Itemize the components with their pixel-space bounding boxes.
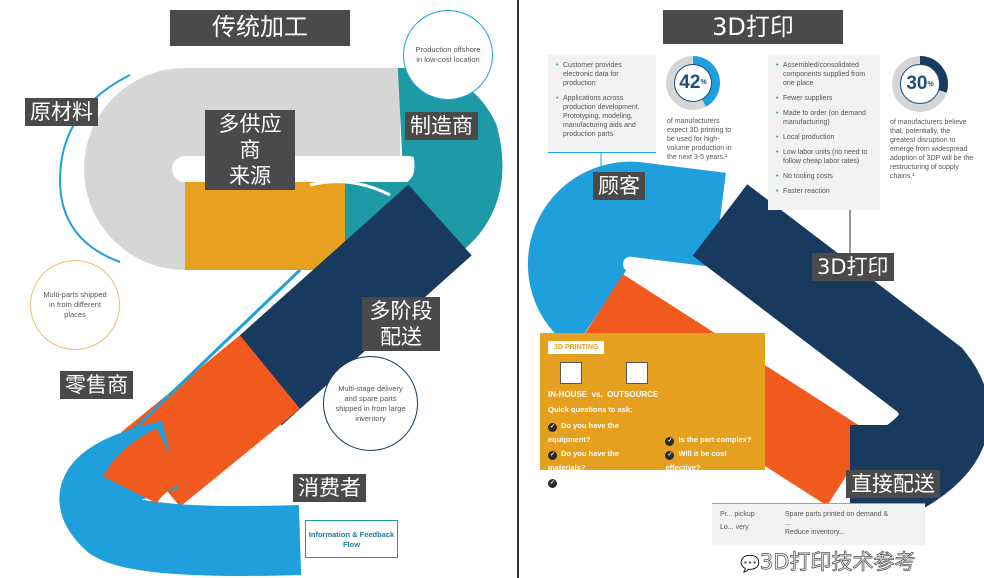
label-line: 多阶段 (369, 299, 433, 323)
printing-decision-box: 3D PRINTING IN-HOUSE vs. OUTSOURCE Quick… (540, 333, 765, 488)
label-multi-suppliers: 多供应商来源 (205, 110, 295, 190)
chat-icon: 💬 (740, 554, 760, 573)
traditional-title: 传统加工 (170, 10, 350, 46)
label-manufacturer: 制造商 (405, 112, 478, 140)
question: ✓Do you have the materials? (548, 447, 655, 475)
flow-arrow (58, 268, 302, 502)
label-consumer: 消费者 (293, 474, 366, 502)
bullet: Fewer suppliers (776, 94, 872, 103)
donut-30: 30% (892, 56, 948, 112)
house-icons (548, 358, 757, 388)
question-text: Do you have the materials? (548, 449, 619, 472)
house-outsource-icon (626, 362, 648, 384)
inhouse-label: IN-HOUSE (548, 390, 588, 399)
stat-unit: % (927, 80, 934, 88)
question-text: Do you have the equipment? (548, 421, 619, 444)
bullet: No tooling costs (776, 172, 872, 181)
printing-tag: 3D PRINTING (548, 341, 605, 354)
road-gray (84, 68, 400, 270)
check-icon: ✓ (548, 423, 557, 432)
bullet: Spare parts printed on demand & (785, 511, 889, 518)
3dp-title: 3D打印 (663, 10, 843, 44)
info-box-customer: Customer provides electronic data for pr… (548, 55, 656, 153)
bullet: Reduce inventory... (785, 529, 845, 536)
bullet: Customer provides electronic data for pr… (556, 61, 648, 88)
check-icon: ✓ (548, 479, 557, 488)
questions-title: Quick questions to ask: (548, 405, 633, 414)
stat-value: 42 (679, 71, 701, 93)
callout-multiparts: Multi-parts shipped in from different pl… (30, 260, 120, 350)
question-text: Is the part complex? (678, 435, 752, 444)
label-direct-delivery: 直接配送 (846, 470, 940, 498)
house-icon (560, 362, 582, 384)
callout-offshore: Production offshore in low-cost location (403, 10, 493, 100)
watermark: 💬3D打印技术参考 (740, 549, 916, 575)
label-line: 来源 (229, 164, 271, 188)
bullet: Applications across production developme… (556, 94, 648, 139)
info-box-benefits: Assembled/consolidated components suppli… (768, 55, 880, 210)
check-icon: ✓ (665, 451, 675, 460)
label-3d-printing: 3D打印 (812, 253, 894, 281)
label-customer: 顾客 (593, 172, 645, 200)
label-retailer: 零售商 (60, 371, 133, 399)
question-text: Will it be cost effective? (665, 449, 727, 472)
label-line: 多供应商 (218, 112, 282, 162)
stat1-text: of manufacturers expect 3D printing to b… (667, 118, 732, 161)
road-blue-right (527, 161, 726, 350)
bullet: Local production (776, 133, 872, 142)
road-red (119, 335, 301, 507)
label-multi-stage: 多阶段配送 (362, 297, 440, 351)
question: ✓Do you have the equipment? (548, 419, 655, 447)
watermark-text: 3D打印技术参考 (759, 550, 916, 575)
road-navy-right (692, 184, 984, 515)
bullet: Assembled/consolidated components suppli… (776, 61, 872, 88)
flow-arrow (309, 180, 391, 197)
label-line: 配送 (380, 325, 422, 349)
question: ✓Will it be cost effective? (665, 447, 757, 475)
check-icon: ✓ (665, 437, 675, 446)
question: ✓Is the part complex? (665, 433, 757, 447)
vs-label: vs. (591, 390, 603, 399)
stat-unit: % (700, 79, 707, 87)
callout-multistage: Multi-stage delivery and spare parts shi… (323, 356, 418, 451)
bullet: ... (785, 520, 791, 527)
donut-42: 42% (666, 56, 720, 110)
outsource-label: OUTSOURCE (607, 390, 659, 399)
road-navy (218, 184, 472, 426)
stat2-text: of manufacturers believe that, potential… (890, 119, 974, 180)
question-text: Do you have the time? (561, 477, 642, 486)
bullet: Pr... pickup (720, 511, 755, 518)
bullet: Low labor units (no need to follow cheap… (776, 148, 872, 166)
bullet: Faster reaction (776, 187, 872, 196)
bullet: Made to order (on demand manufacturing) (776, 109, 872, 127)
check-icon: ✓ (548, 451, 557, 460)
label-raw-materials: 原材料 (25, 98, 98, 126)
question: ✓ Do you have the time? (548, 475, 655, 489)
stat-value: 30 (906, 73, 928, 94)
callout-feedback: Information & Feedback Flow (305, 520, 398, 558)
road-red-curve (103, 428, 185, 505)
bullet: Lo... very (720, 524, 749, 531)
